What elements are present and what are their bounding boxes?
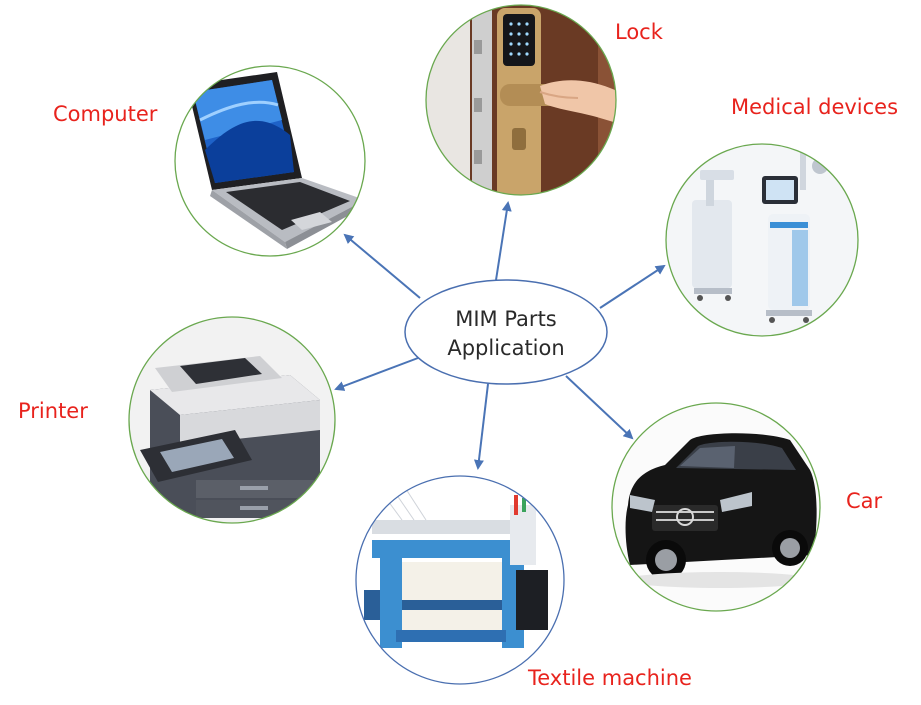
arrows — [334, 201, 666, 470]
laptop-illustration — [174, 65, 366, 257]
label-medical-devices: Medical devices — [731, 95, 899, 119]
label-computer: Computer — [53, 102, 158, 126]
smart-door-lock-illustration — [425, 4, 617, 196]
arrow-to-printer — [334, 357, 419, 391]
medical-equipment-illustration — [665, 143, 859, 337]
arrow-to-lock — [495, 201, 512, 281]
suv-car-illustration — [611, 402, 821, 612]
arrow-to-textile — [473, 383, 489, 470]
loom-machine-illustration — [355, 475, 565, 685]
center-line-1: MIM Parts — [455, 307, 557, 331]
label-textile-machine: Textile machine — [528, 666, 692, 690]
label-lock: Lock — [615, 20, 663, 44]
label-printer: Printer — [18, 399, 88, 423]
arrow-to-computer — [343, 233, 421, 299]
arrow-to-car — [565, 375, 634, 440]
label-car: Car — [846, 489, 883, 513]
center-node-text: MIM Parts Application — [406, 305, 606, 363]
arrow-to-medical — [599, 264, 666, 309]
center-ellipse — [404, 279, 608, 385]
center-line-2: Application — [447, 336, 565, 360]
multifunction-printer-illustration — [128, 316, 336, 524]
